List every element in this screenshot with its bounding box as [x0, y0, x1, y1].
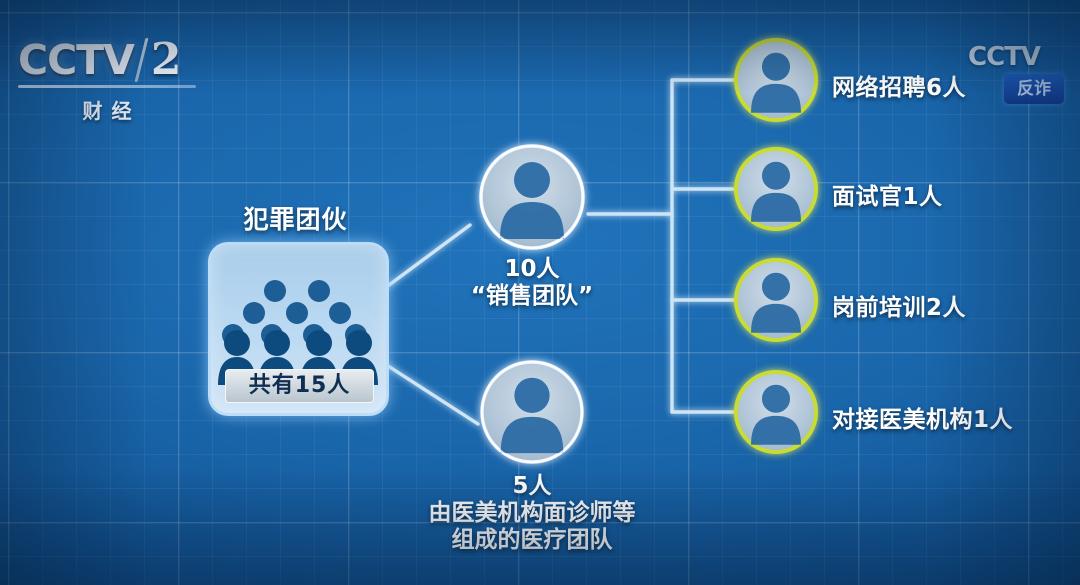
- connector-box-to-medical: [383, 362, 480, 426]
- sales-count: 10人: [504, 256, 560, 282]
- medical-name-line2: 组成的医疗团队: [451, 527, 613, 554]
- logo-channel-number: 2: [150, 34, 182, 85]
- gang-box: 共有15人: [208, 242, 389, 416]
- watermark-badge: 反诈: [1004, 74, 1064, 104]
- branch-label-clinic-liaison: 对接医美机构1人: [832, 407, 1014, 433]
- node-branch-1: [734, 38, 818, 122]
- label-medical-team: 5人 由医美机构面诊师等 组成的医疗团队: [372, 473, 692, 554]
- medical-count: 5人: [512, 473, 552, 499]
- medical-name-line1: 由医美机构面诊师等: [428, 500, 636, 527]
- node-sales-team: [479, 144, 585, 250]
- logo-cctv-text: CCTV: [18, 35, 135, 84]
- gang-title: 犯罪团伙: [243, 205, 348, 234]
- total-count-label: 共有15人: [225, 369, 374, 403]
- branch-label-pre-job-training: 岗前培训2人: [832, 295, 967, 321]
- label-sales-team: 10人 “销售团队”: [412, 256, 652, 310]
- cctv2-logo: CCTV 2 财经: [18, 38, 218, 130]
- connector-box-to-sales: [383, 223, 472, 290]
- sales-name: “销售团队”: [470, 283, 594, 310]
- node-branch-4: [734, 370, 818, 454]
- logo-subtitle: 财经: [82, 99, 141, 123]
- corner-watermark: CCTV 反诈: [968, 42, 1080, 138]
- watermark-cctv-text: CCTV: [968, 42, 1041, 72]
- node-branch-2: [734, 147, 818, 231]
- node-branch-3: [734, 258, 818, 342]
- node-medical-team: [480, 360, 584, 464]
- branch-label-online-recruitment: 网络招聘6人: [832, 75, 967, 101]
- logo-underline: [18, 85, 196, 88]
- branch-label-interviewer: 面试官1人: [832, 184, 943, 210]
